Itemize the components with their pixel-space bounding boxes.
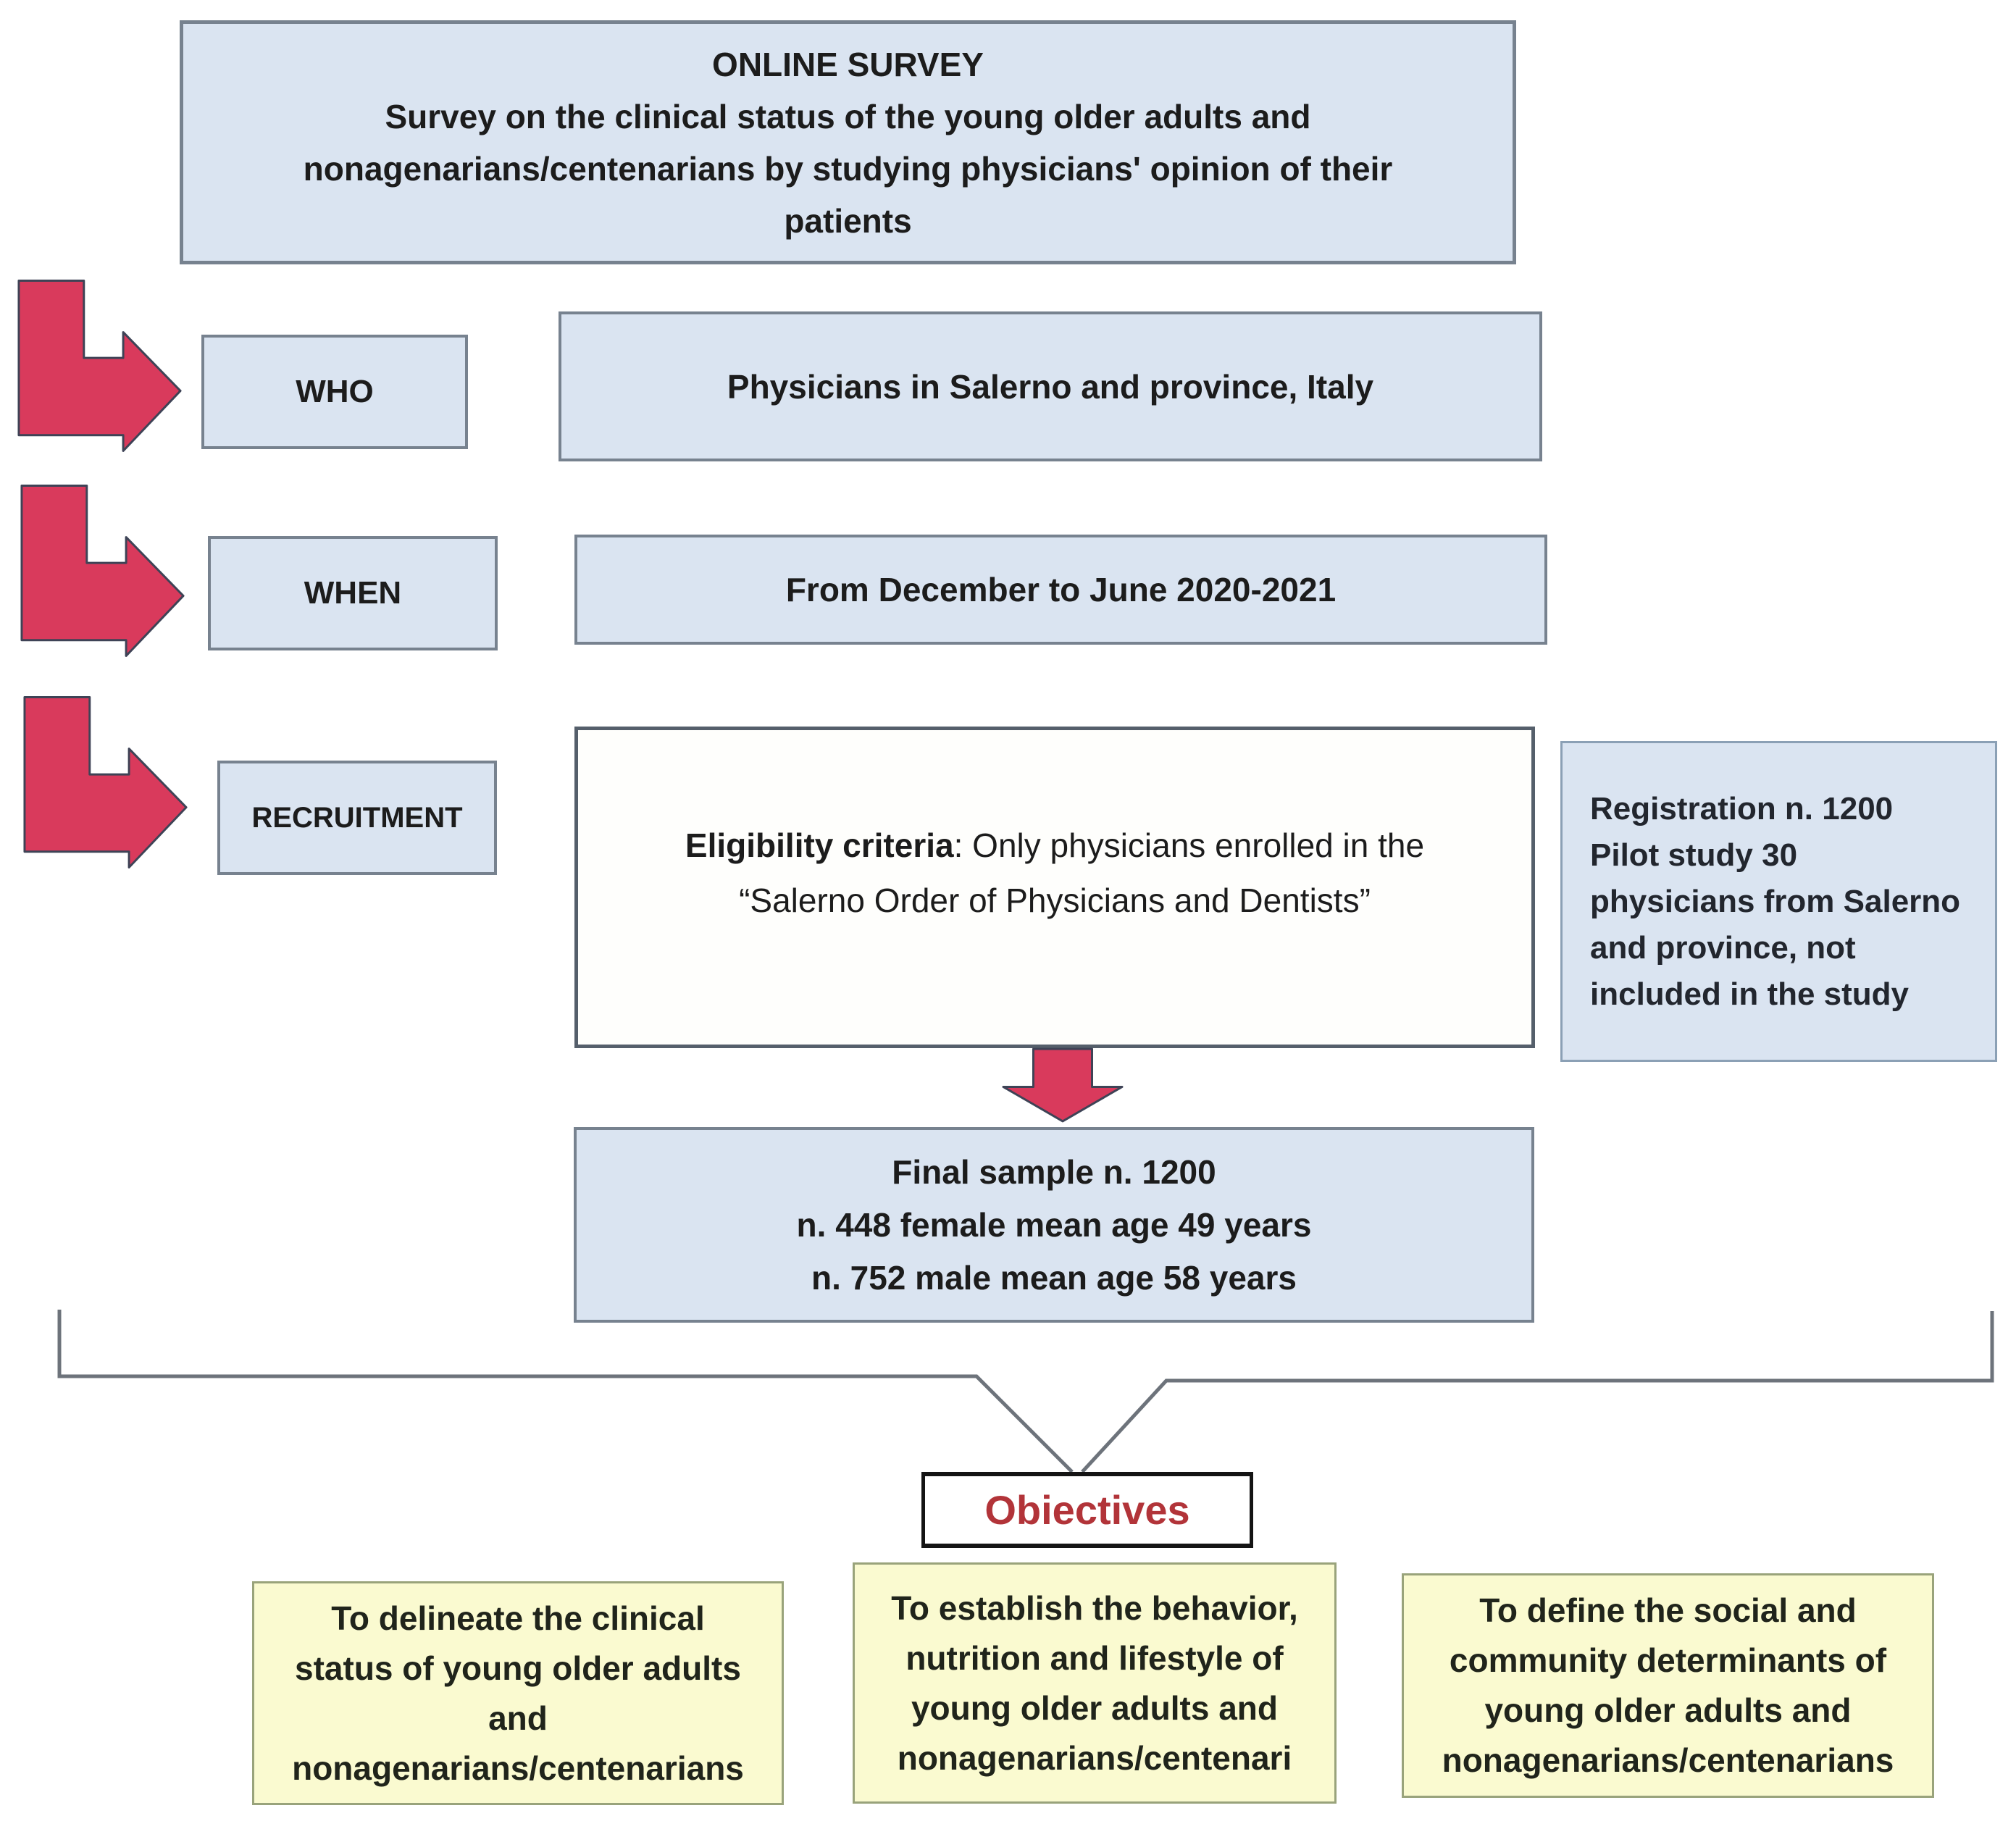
when-content-box: From December to June 2020-2021 [574, 535, 1547, 645]
final-sample-box: Final sample n. 1200 n. 448 female mean … [574, 1127, 1534, 1323]
objective-card-text: To define the social and community deter… [1442, 1591, 1894, 1779]
elbow-arrow-icon [23, 696, 188, 869]
eligibility-rest-text: : Only physicians enrolled in the “Saler… [739, 826, 1425, 919]
elbow-arrow-icon [20, 485, 185, 657]
objective-card-behavior-nutrition: To establish the behavior, nutrition and… [853, 1562, 1337, 1804]
objective-card-social-determinants: To define the social and community deter… [1402, 1573, 1934, 1798]
when-label-box: WHEN [208, 536, 498, 650]
objectives-title-text: Obiectives [984, 1487, 1190, 1533]
who-label-box: WHO [201, 335, 468, 449]
recruitment-label: RECRUITMENT [251, 801, 463, 834]
eligibility-criteria-box: Eligibility criteria: Only physicians en… [574, 727, 1535, 1048]
elbow-arrow-icon [17, 280, 182, 452]
who-label: WHO [296, 374, 374, 409]
eligibility-lead-text: Eligibility criteria [685, 826, 954, 864]
registration-note-box: Registration n. 1200 Pilot study 30 phys… [1560, 741, 1997, 1062]
online-survey-header-text: ONLINE SURVEY Survey on the clinical sta… [303, 45, 1393, 240]
down-arrow-icon [1002, 1047, 1124, 1123]
who-content-text: Physicians in Salerno and province, Ital… [727, 367, 1374, 406]
when-label: WHEN [304, 575, 402, 611]
objective-card-text: To establish the behavior, nutrition and… [891, 1589, 1298, 1777]
registration-note-text: Registration n. 1200 Pilot study 30 phys… [1590, 790, 1961, 1012]
who-content-box: Physicians in Salerno and province, Ital… [559, 311, 1542, 461]
objective-card-text: To delineate the clinical status of youn… [292, 1599, 744, 1787]
when-content-text: From December to June 2020-2021 [785, 571, 1337, 608]
final-sample-text: Final sample n. 1200 n. 448 female mean … [796, 1152, 1312, 1297]
bracket-connector [57, 1310, 1994, 1473]
objectives-title-box: Obiectives [921, 1472, 1253, 1548]
eligibility-text: Eligibility criteria: Only physicians en… [685, 818, 1424, 928]
objective-card-clinical-status: To delineate the clinical status of youn… [252, 1581, 784, 1805]
online-survey-header-box: ONLINE SURVEY Survey on the clinical sta… [180, 20, 1516, 264]
recruitment-label-box: RECRUITMENT [217, 761, 497, 875]
